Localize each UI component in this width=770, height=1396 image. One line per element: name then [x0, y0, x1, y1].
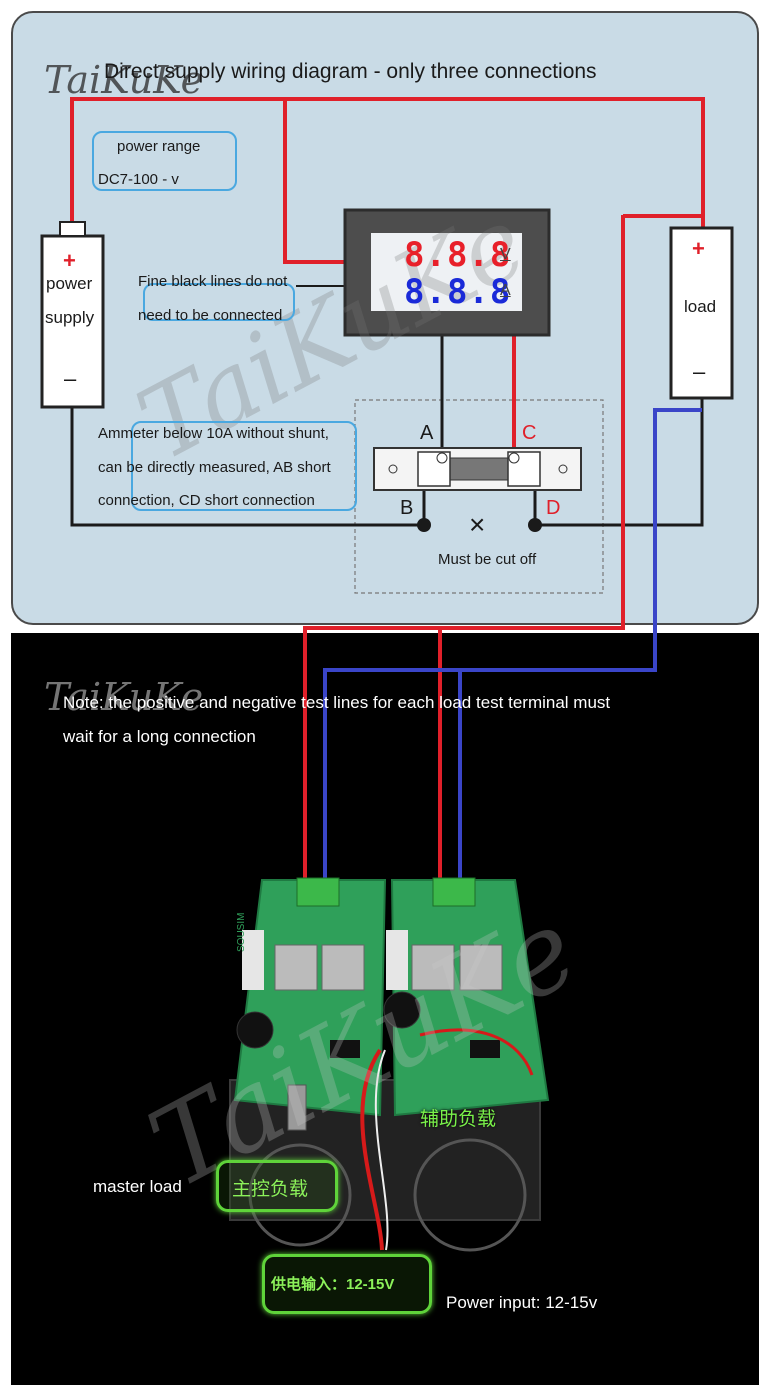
buzzer-left [236, 1011, 274, 1049]
power-range-label: power range [117, 138, 201, 155]
power-supply-battery [40, 234, 105, 409]
load-minus-sign: – [693, 359, 706, 384]
shunt-hole-right [558, 464, 568, 474]
shunt-hole-left [388, 464, 398, 474]
diagram-title: Direct supply wiring diagram - only thre… [104, 60, 597, 83]
fan-grille-right [413, 1138, 527, 1252]
terminal-d-label: D [546, 497, 561, 519]
watermark-top-left: TaiKuKe [44, 58, 204, 102]
power-supply-label-2: supply [45, 308, 95, 327]
shunt-resistor [449, 457, 509, 481]
red-wire-to-meter [283, 99, 345, 264]
load-label: load [684, 297, 717, 316]
power-cable-red [360, 1048, 384, 1251]
cut-note: Must be cut off [438, 551, 537, 568]
blue-wire-load-negative [323, 408, 702, 885]
terminal-c-label: C [522, 422, 537, 444]
aux-cable-red [419, 1028, 534, 1076]
potentiometer-knob [287, 1084, 307, 1131]
brand-strip-left [242, 930, 264, 990]
cut-mark: × [469, 509, 486, 540]
battery-terminal-cap [59, 221, 86, 237]
master-load-box [216, 1160, 338, 1212]
power-range-value: DC7-100 - v [98, 171, 179, 188]
power-input-box [262, 1254, 432, 1314]
screw-a [436, 452, 448, 464]
aux-load-label: 辅助负载 [420, 1109, 497, 1130]
load-board-assembly [229, 877, 550, 1252]
fine-lines-bubble [143, 283, 295, 321]
ammeter-note-2: can be directly measured, AB short [98, 459, 331, 476]
black-wire-load-negative [535, 398, 704, 527]
load-plus-sign: + [692, 236, 705, 261]
terminal-block-right [432, 877, 476, 907]
meter-voltage-unit: V [500, 246, 511, 263]
power-input-en-label: Power input: 12-15v [446, 1293, 598, 1312]
power-supply-label-1: power [46, 274, 93, 293]
node-b [417, 518, 431, 532]
ic-chip-left [330, 1040, 360, 1058]
mosfet-3 [411, 944, 455, 991]
load-box [669, 226, 734, 400]
power-cable-white [374, 1049, 389, 1251]
terminal-a-label: A [420, 422, 434, 444]
black-wire-supply-negative [70, 405, 424, 527]
power-range-bubble [92, 131, 237, 191]
meter-screen [371, 233, 522, 311]
red-wire-top-loop [70, 97, 705, 228]
meter-voltage-digits: 8.8.8 [404, 235, 512, 275]
supply-minus-sign: – [64, 366, 77, 391]
power-input-cn-label: 供电输入：12-15V [271, 1276, 395, 1293]
node-d [528, 518, 542, 532]
meter-current-unit: A [500, 282, 511, 299]
ic-chip-right [470, 1040, 500, 1058]
screw-c [508, 452, 520, 464]
mosfet-4 [459, 944, 503, 991]
fine-lines-note-2: need to be connected [138, 307, 283, 324]
supply-plus-sign: + [63, 248, 76, 273]
watermark-photo-small: TaiKuKe [44, 675, 204, 719]
meter-current-digits: 8.8.8 [404, 272, 512, 312]
terminal-block-left [296, 877, 340, 907]
connection-note-1: Note: the positive and negative test lin… [63, 693, 611, 712]
fan-grille-left [248, 1143, 352, 1247]
ammeter-note-1: Ammeter below 10A without shunt, [98, 425, 329, 442]
red-wire-long-to-board [303, 215, 625, 885]
shunt-body [373, 447, 582, 491]
board-brand-left: SOUSIM [236, 912, 247, 952]
brand-strip-right [386, 930, 408, 990]
mosfet-1 [274, 944, 318, 991]
ammeter-note-bubble [131, 421, 357, 511]
terminal-b-label: B [400, 497, 414, 519]
fine-lines-note-1: Fine black lines do not [138, 273, 288, 290]
buzzer-right [383, 991, 421, 1029]
master-load-en-label: master load [93, 1177, 182, 1196]
master-load-cn-label: 主控负载 [232, 1179, 309, 1200]
ammeter-note-3: connection, CD short connection [98, 492, 315, 509]
mosfet-2 [321, 944, 365, 991]
connection-note-2: wait for a long connection [63, 727, 256, 746]
